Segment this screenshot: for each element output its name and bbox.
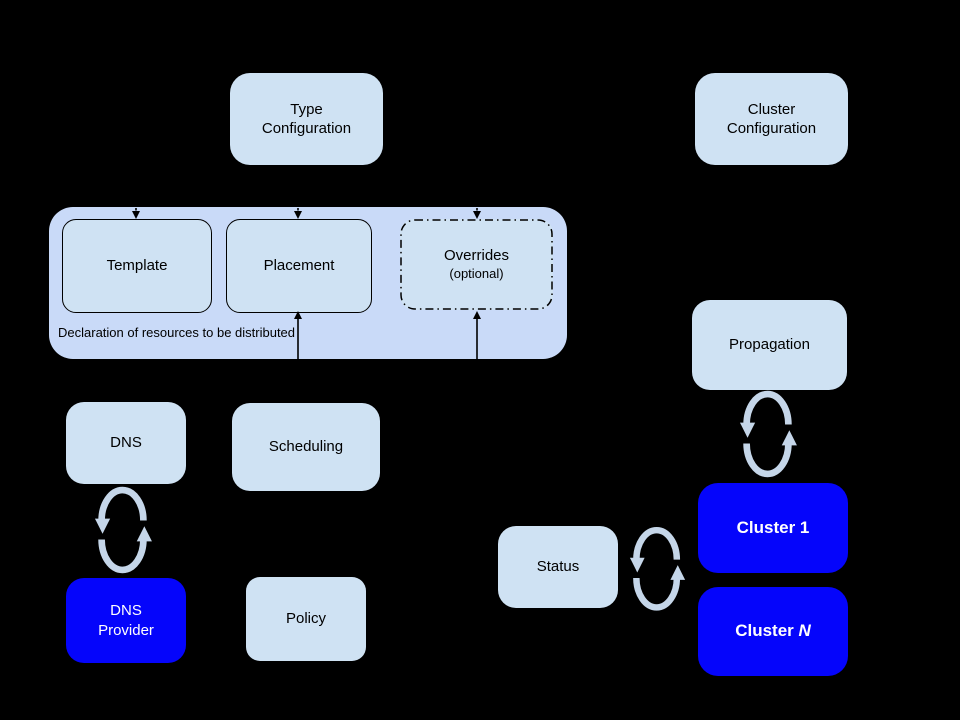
node-label: Scheduling (268, 438, 344, 456)
node-dns-provider: DNS Provider (66, 578, 186, 663)
node-label: Cluster N (735, 621, 811, 641)
node-label: Policy (285, 610, 326, 628)
sync-icon-dns (95, 490, 152, 570)
node-label: Cluster 1 (736, 517, 810, 537)
node-label: DNS (110, 602, 142, 619)
node-dns: DNS (66, 402, 186, 484)
sync-icon-status (630, 530, 685, 607)
node-label: Overrides (443, 247, 510, 265)
node-placement: Placement (226, 219, 372, 313)
node-label: Configuration (726, 120, 817, 137)
node-label: Provider (98, 621, 154, 639)
node-label: Status (536, 558, 580, 576)
node-type-configuration: Type Configuration (230, 73, 383, 165)
node-cluster-n: Cluster N (698, 587, 848, 676)
node-label: Placement (263, 257, 335, 275)
node-cluster-configuration: Cluster Configuration (695, 73, 848, 165)
node-overrides: Overrides (optional) (400, 219, 553, 310)
node-label: Configuration (261, 120, 352, 137)
node-status: Status (498, 526, 618, 608)
sync-icon-propagation (740, 394, 797, 474)
container-caption: Declaration of resources to be distribut… (58, 325, 296, 340)
node-label: Template (106, 257, 168, 275)
node-policy: Policy (246, 577, 366, 661)
node-label: DNS (110, 434, 142, 452)
node-sublabel: (optional) (449, 265, 504, 281)
node-label: Type (290, 100, 323, 118)
dash-dot-border (400, 219, 553, 310)
node-template: Template (62, 219, 212, 313)
node-label: Cluster (747, 100, 796, 118)
node-propagation: Propagation (692, 300, 847, 390)
node-label: Propagation (729, 336, 810, 354)
node-cluster-1: Cluster 1 (698, 483, 848, 573)
node-scheduling: Scheduling (232, 403, 380, 491)
